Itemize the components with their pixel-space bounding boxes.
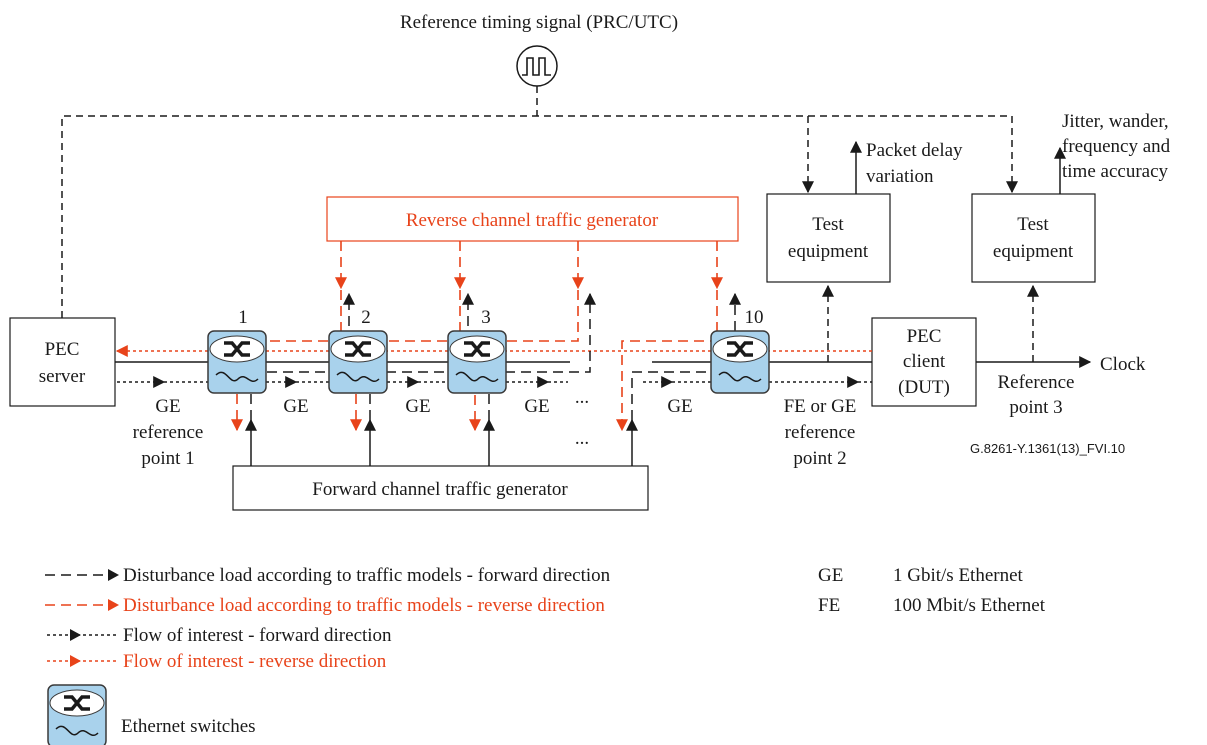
rp2-line2: reference — [785, 422, 856, 443]
ellipsis-top: ... — [575, 387, 589, 408]
pec-client-line2: client — [903, 351, 946, 372]
legend-switch-label: Ethernet switches — [121, 716, 256, 737]
ellipsis-bottom: ... — [575, 428, 589, 449]
rp1-line2: reference — [133, 422, 204, 443]
rp3-line2: point 3 — [1009, 397, 1062, 418]
switch-2-number: 2 — [361, 307, 371, 328]
abbr-ge-meaning: 1 Gbit/s Ethernet — [893, 565, 1024, 586]
switch-1-number: 1 — [238, 307, 248, 328]
abbr-ge: GE — [818, 565, 843, 586]
legend-switch-item: Ethernet switches — [46, 683, 256, 745]
pec-server-line2: server — [39, 366, 86, 387]
test-equipment-2-line2: equipment — [993, 241, 1074, 262]
test-equipment-1: Test equipment Packet delay variation — [766, 140, 963, 362]
test-equipment-1-output-line2: variation — [866, 166, 934, 187]
rp2-line1: FE or GE — [784, 396, 857, 417]
test-equipment-2-line1: Test — [1017, 214, 1049, 235]
test-equipment-2-output-line1: Jitter, wander, — [1062, 111, 1169, 132]
legend-label-2: Disturbance load according to traffic mo… — [123, 595, 605, 616]
reference-point-2: FE or GE reference point 2 — [784, 396, 857, 469]
test-equipment-1-output-line1: Packet delay — [866, 140, 963, 161]
test-equipment-2-output-line2: frequency and — [1062, 136, 1171, 157]
forward-generator-label: Forward channel traffic generator — [312, 479, 568, 500]
link-label-ge-1: GE — [283, 396, 308, 417]
rp3-line1: Reference — [998, 372, 1075, 393]
pec-client-line1: PEC — [907, 326, 942, 347]
clock-label: Clock — [1100, 354, 1146, 375]
rp1-line3: point 1 — [141, 448, 194, 469]
link-label-ge-3: GE — [524, 396, 549, 417]
test-equipment-2: Test equipment Jitter, wander, frequency… — [971, 111, 1171, 362]
switch-3-number: 3 — [481, 307, 491, 328]
link-label-ge-4: GE — [667, 396, 692, 417]
reference-point-1: GE reference point 1 — [133, 396, 204, 469]
forward-channel-generator: Forward channel traffic generator — [232, 418, 649, 511]
reverse-generator-label: Reverse channel traffic generator — [406, 210, 659, 231]
switch-1: 1 — [206, 307, 268, 395]
rp1-line1: GE — [155, 396, 180, 417]
pec-client: PEC client (DUT) — [871, 317, 977, 407]
legend-label-4: Flow of interest - reverse direction — [123, 651, 387, 672]
timing-title: Reference timing signal (PRC/UTC) — [400, 12, 678, 33]
abbr-fe: FE — [818, 595, 840, 616]
legend-label-1: Disturbance load according to traffic mo… — [123, 565, 611, 586]
ethernet-switch-icon — [46, 683, 108, 745]
link-label-ge-2: GE — [405, 396, 430, 417]
abbr-fe-meaning: 100 Mbit/s Ethernet — [893, 595, 1046, 616]
switch-10: 10 — [709, 307, 771, 395]
test-equipment-1-line2: equipment — [788, 241, 869, 262]
legend-label-3: Flow of interest - forward direction — [123, 625, 392, 646]
switch-3: 3 — [446, 307, 508, 395]
switch-10-number: 10 — [745, 307, 764, 328]
timing-reference: Reference timing signal (PRC/UTC) — [61, 12, 1018, 318]
figure-id: G.8261-Y.1361(13)_FVI.10 — [970, 441, 1125, 456]
rp2-line3: point 2 — [793, 448, 846, 469]
legend: Disturbance load according to traffic mo… — [45, 565, 1046, 745]
link-labels: GE GE GE GE ... ... — [283, 387, 692, 449]
test-equipment-1-line1: Test — [812, 214, 844, 235]
legend-item-forward-disturbance: Disturbance load according to traffic mo… — [45, 565, 611, 586]
reverse-channel-generator: Reverse channel traffic generator — [326, 196, 739, 290]
square-wave-icon — [516, 45, 558, 87]
legend-abbreviations: GE 1 Gbit/s Ethernet FE 100 Mbit/s Ether… — [818, 565, 1046, 616]
pec-client-line3: (DUT) — [898, 377, 950, 398]
switch-2: 2 — [327, 307, 389, 395]
legend-item-forward-flow: Flow of interest - forward direction — [47, 625, 392, 646]
legend-item-reverse-disturbance: Disturbance load according to traffic mo… — [45, 595, 605, 616]
pec-server: PEC server — [9, 317, 116, 407]
legend-item-reverse-flow: Flow of interest - reverse direction — [47, 651, 387, 672]
reference-point-3: Reference point 3 — [998, 372, 1075, 418]
pec-server-line1: PEC — [45, 339, 80, 360]
test-equipment-2-output-line3: time accuracy — [1062, 161, 1169, 182]
